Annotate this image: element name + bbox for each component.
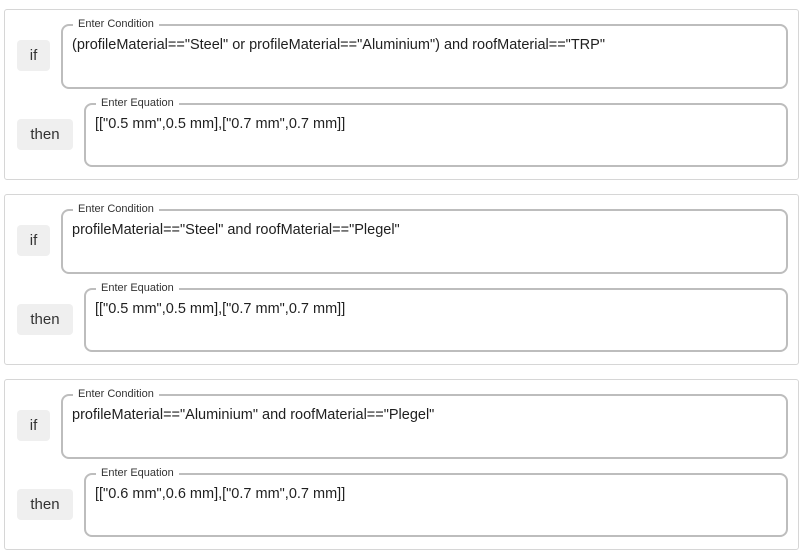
condition-field[interactable]: Enter Condition profileMaterial=="Alumin… <box>61 387 788 459</box>
equation-legend: Enter Equation <box>96 466 179 480</box>
condition-value[interactable]: (profileMaterial=="Steel" or profileMate… <box>72 37 605 53</box>
rule-card: if Enter Condition profileMaterial=="Ste… <box>4 194 799 365</box>
equation-field[interactable]: Enter Equation [["0.5 mm",0.5 mm],["0.7 … <box>84 281 788 352</box>
condition-field[interactable]: Enter Condition profileMaterial=="Steel"… <box>61 202 788 274</box>
then-button[interactable]: then <box>17 489 73 520</box>
condition-legend: Enter Condition <box>73 17 159 31</box>
condition-field[interactable]: Enter Condition (profileMaterial=="Steel… <box>61 17 788 89</box>
equation-field[interactable]: Enter Equation [["0.6 mm",0.6 mm],["0.7 … <box>84 466 788 537</box>
condition-value[interactable]: profileMaterial=="Aluminium" and roofMat… <box>72 407 435 423</box>
if-button[interactable]: if <box>17 410 50 441</box>
if-button[interactable]: if <box>17 40 50 71</box>
equation-legend: Enter Equation <box>96 281 179 295</box>
rule-card: if Enter Condition profileMaterial=="Alu… <box>4 379 799 550</box>
condition-legend: Enter Condition <box>73 387 159 401</box>
equation-value[interactable]: [["0.5 mm",0.5 mm],["0.7 mm",0.7 mm]] <box>95 301 346 317</box>
then-button[interactable]: then <box>17 304 73 335</box>
equation-field[interactable]: Enter Equation [["0.5 mm",0.5 mm],["0.7 … <box>84 96 788 167</box>
equation-legend: Enter Equation <box>96 96 179 110</box>
rule-card: if Enter Condition (profileMaterial=="St… <box>4 9 799 180</box>
condition-value[interactable]: profileMaterial=="Steel" and roofMateria… <box>72 222 400 238</box>
then-button[interactable]: then <box>17 119 73 150</box>
condition-legend: Enter Condition <box>73 202 159 216</box>
equation-value[interactable]: [["0.6 mm",0.6 mm],["0.7 mm",0.7 mm]] <box>95 486 346 502</box>
equation-value[interactable]: [["0.5 mm",0.5 mm],["0.7 mm",0.7 mm]] <box>95 116 346 132</box>
if-button[interactable]: if <box>17 225 50 256</box>
